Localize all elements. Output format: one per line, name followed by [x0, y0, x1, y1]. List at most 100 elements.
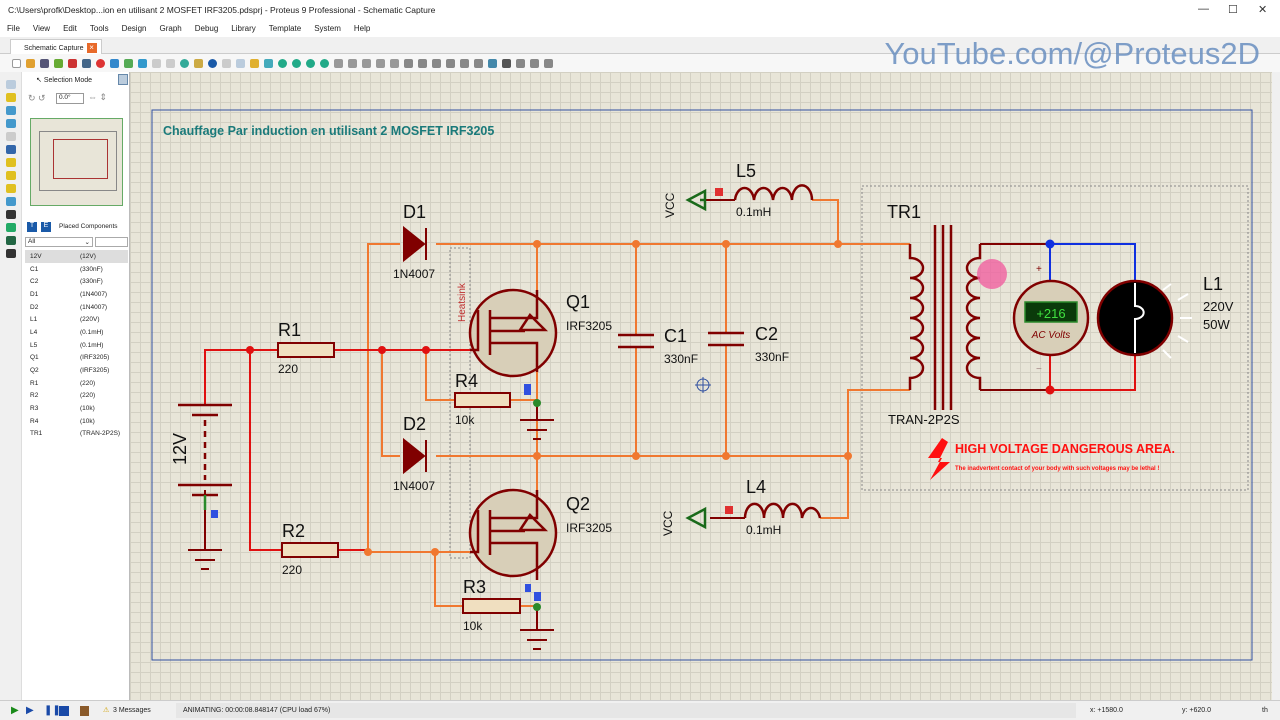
- filter-select[interactable]: All⌄: [25, 237, 93, 247]
- save-icon[interactable]: [40, 58, 49, 68]
- new-sheet-icon[interactable]: [530, 58, 539, 68]
- paste-icon[interactable]: [390, 58, 399, 68]
- line-icon[interactable]: [6, 210, 16, 219]
- pcb-icon[interactable]: [96, 58, 105, 68]
- mirror-icons[interactable]: ⇔ ⇕: [88, 92, 108, 102]
- component-list-item[interactable]: Q2(IRF3205): [25, 364, 128, 377]
- block-rotate-icon[interactable]: [432, 58, 441, 68]
- menu-design[interactable]: Design: [121, 24, 147, 33]
- pick-icon[interactable]: [460, 58, 469, 68]
- component-list-item[interactable]: D1(1N4007): [25, 288, 128, 301]
- component-list-item[interactable]: C2(330nF): [25, 275, 128, 288]
- search-icon[interactable]: [180, 58, 189, 68]
- menu-debug[interactable]: Debug: [194, 24, 219, 33]
- cut-icon[interactable]: [362, 58, 371, 68]
- log-icon[interactable]: [80, 706, 89, 716]
- pan-icon[interactable]: [264, 58, 273, 68]
- tab-close-icon[interactable]: ×: [86, 43, 97, 53]
- junction-icon[interactable]: [6, 106, 16, 115]
- page-icon[interactable]: [152, 58, 161, 68]
- play-button[interactable]: ▶: [11, 705, 19, 716]
- tab-schematic-capture[interactable]: Schematic Capture×: [10, 39, 102, 54]
- bus-icon[interactable]: [6, 145, 16, 154]
- component-list-item[interactable]: L5(0.1mH): [25, 339, 128, 352]
- block-delete-icon[interactable]: [446, 58, 455, 68]
- wire-autorouter-icon[interactable]: [488, 58, 497, 68]
- search-tag-icon[interactable]: [502, 58, 511, 68]
- maximize-button[interactable]: ☐: [1228, 4, 1238, 16]
- refresh-icon[interactable]: [222, 58, 231, 68]
- close-button[interactable]: ✕: [1258, 4, 1268, 16]
- cost-icon[interactable]: [194, 58, 203, 68]
- messages-count[interactable]: 3 Messages: [113, 707, 151, 714]
- minimize-button[interactable]: —: [1198, 3, 1209, 15]
- menu-template[interactable]: Template: [268, 24, 302, 33]
- component-list-item[interactable]: TR1(TRAN-2P2S): [25, 428, 128, 441]
- component-list-item[interactable]: C1(330nF): [25, 263, 128, 276]
- back-icon[interactable]: [166, 58, 175, 68]
- import-icon[interactable]: [54, 58, 63, 68]
- zoom-out-icon[interactable]: [292, 58, 301, 68]
- menu-tools[interactable]: Tools: [89, 24, 109, 33]
- netlist-icon[interactable]: [544, 58, 553, 68]
- text-script-icon[interactable]: [6, 132, 16, 141]
- home-icon[interactable]: [68, 58, 77, 68]
- rotate-icons[interactable]: ↻ ↺: [28, 93, 46, 103]
- component-list-item[interactable]: R4(10k): [25, 415, 128, 428]
- bom-icon[interactable]: [124, 58, 133, 68]
- subcircuit-icon[interactable]: [6, 158, 16, 167]
- menu-graph[interactable]: Graph: [159, 24, 182, 33]
- library-manager-button[interactable]: E: [41, 222, 51, 232]
- pause-button[interactable]: ❚❚: [44, 705, 61, 716]
- grid-icon[interactable]: [236, 58, 245, 68]
- schematic-icon[interactable]: [82, 58, 91, 68]
- symbol-icon[interactable]: [6, 236, 16, 245]
- help-icon[interactable]: [208, 58, 217, 68]
- copy-icon[interactable]: [376, 58, 385, 68]
- origin-icon[interactable]: [250, 58, 259, 68]
- component-list-item[interactable]: R3(10k): [25, 402, 128, 415]
- selection-mode-icon[interactable]: [6, 80, 16, 89]
- text-icon[interactable]: [6, 223, 16, 232]
- component-list-item[interactable]: L4(0.1mH): [25, 326, 128, 339]
- step-button[interactable]: ▶: [26, 705, 34, 716]
- device-pin-icon[interactable]: [6, 184, 16, 193]
- component-list-item[interactable]: Q1(IRF3205): [25, 352, 128, 365]
- redo-icon[interactable]: [348, 58, 357, 68]
- gerber-icon[interactable]: [110, 58, 119, 68]
- menu-help[interactable]: Help: [353, 24, 371, 33]
- component-list-item[interactable]: R2(220): [25, 390, 128, 403]
- zoom-area-icon[interactable]: [320, 58, 329, 68]
- zoom-all-icon[interactable]: [306, 58, 315, 68]
- undo-icon[interactable]: [334, 58, 343, 68]
- block-move-icon[interactable]: [418, 58, 427, 68]
- pick-devices-button[interactable]: T: [27, 222, 37, 232]
- stop-button[interactable]: [59, 706, 69, 716]
- new-icon[interactable]: [12, 58, 21, 68]
- pin-icon[interactable]: [118, 74, 128, 85]
- component-list-item[interactable]: D2(1N4007): [25, 301, 128, 314]
- component-list-item[interactable]: 12V(12V): [25, 250, 128, 263]
- open-icon[interactable]: [26, 58, 35, 68]
- source-icon[interactable]: [138, 58, 147, 68]
- menu-edit[interactable]: Edit: [63, 24, 77, 33]
- menu-file[interactable]: File: [7, 24, 20, 33]
- vertical-scrollbar[interactable]: [1272, 72, 1280, 700]
- menu-view[interactable]: View: [32, 24, 51, 33]
- graph-icon[interactable]: [6, 197, 16, 206]
- wire-label-icon[interactable]: [6, 119, 16, 128]
- component-list-item[interactable]: L1(220V): [25, 313, 128, 326]
- block-copy-icon[interactable]: [404, 58, 413, 68]
- menu-library[interactable]: Library: [231, 24, 256, 33]
- overview-map[interactable]: [30, 118, 123, 206]
- make-device-icon[interactable]: [474, 58, 483, 68]
- property-tool-icon[interactable]: [516, 58, 525, 68]
- component-list-item[interactable]: R1(220): [25, 377, 128, 390]
- units-toggle[interactable]: th: [1262, 707, 1268, 714]
- schematic-canvas[interactable]: [130, 72, 1272, 700]
- marker-icon[interactable]: [6, 249, 16, 258]
- menu-system[interactable]: System: [314, 24, 341, 33]
- zoom-in-icon[interactable]: [278, 58, 287, 68]
- component-mode-icon[interactable]: [6, 93, 16, 102]
- filter-input[interactable]: [95, 237, 128, 247]
